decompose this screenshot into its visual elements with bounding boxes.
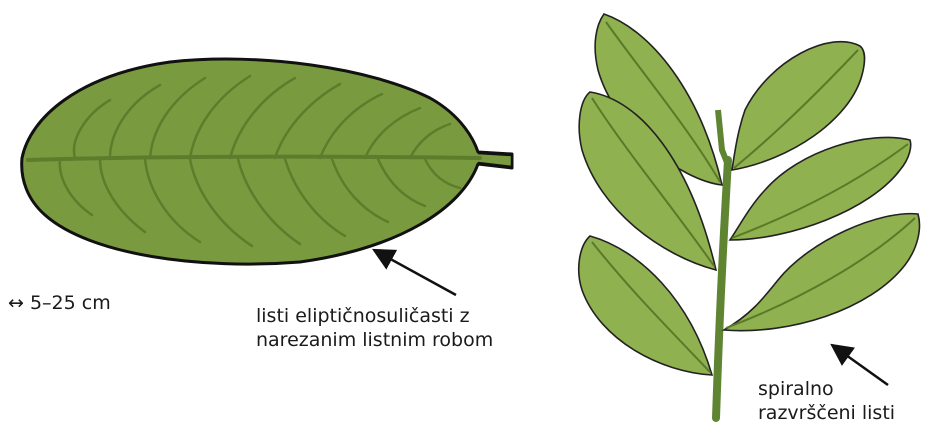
leaf-shape-line-1: listi eliptičnosuličasti z xyxy=(256,304,493,328)
leafy-branch-icon xyxy=(579,14,920,418)
arrangement-line-1: spiralno xyxy=(758,377,895,401)
leaf-blade xyxy=(22,59,512,264)
leaf-shape-description: listi eliptičnosuličasti z narezanim lis… xyxy=(256,304,493,352)
branch-tip xyxy=(718,110,728,165)
branch-stem xyxy=(716,160,728,418)
size-label: ↔ 5–25 cm xyxy=(8,291,111,315)
single-leaf-icon xyxy=(22,59,512,264)
leaf-edge-arrow xyxy=(374,250,456,295)
arrangement-line-2: razvrščeni listi xyxy=(758,401,895,425)
arrangement-description: spiralno razvrščeni listi xyxy=(758,377,895,425)
leaf-shape-line-2: narezanim listnim robom xyxy=(256,328,493,352)
